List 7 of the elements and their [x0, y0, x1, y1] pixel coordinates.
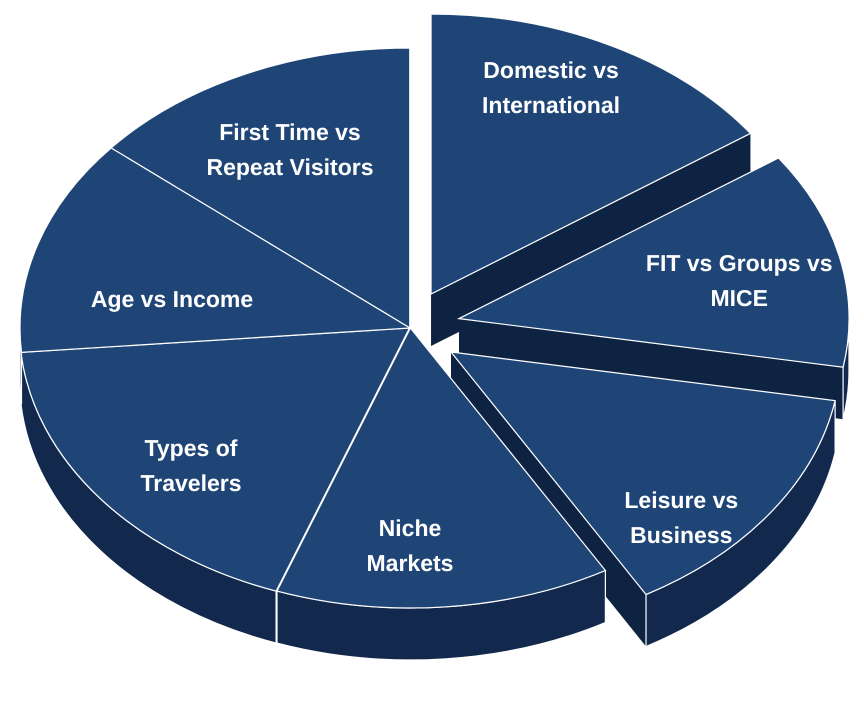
- slice-label: Age vs Income: [90, 285, 254, 314]
- slice-label: First Time vs Repeat Visitors: [205, 118, 374, 182]
- slice-label: Leisure vs Business: [623, 486, 740, 550]
- slice-label: Domestic vs International: [481, 56, 622, 120]
- slice-label: Niche Markets: [366, 514, 454, 578]
- slice-label: FIT vs Groups vs MICE: [644, 248, 834, 313]
- slice-label: Types of Travelers: [139, 434, 242, 498]
